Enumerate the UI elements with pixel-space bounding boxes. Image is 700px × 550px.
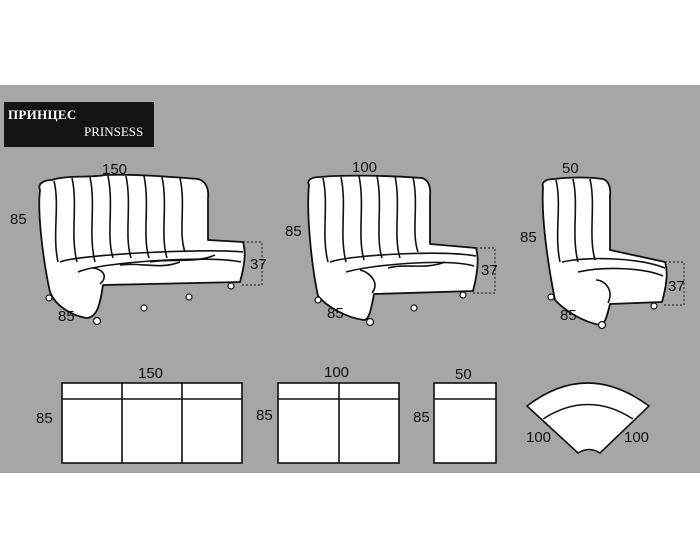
plan-corner-side-b: 100 bbox=[624, 429, 650, 446]
sofa-50-seat: 37 bbox=[668, 278, 685, 295]
title-en: PRINSESS bbox=[84, 124, 144, 139]
sofa-50-depth: 85 bbox=[560, 307, 577, 324]
sofa-100-depth: 85 bbox=[327, 305, 344, 322]
sofa-150-seat: 37 bbox=[250, 256, 267, 273]
sofa-50-height: 85 bbox=[520, 229, 537, 246]
plan-50-depth: 85 bbox=[413, 409, 430, 426]
plan-100-depth: 85 bbox=[256, 407, 273, 424]
plan-corner-drawing bbox=[525, 382, 651, 455]
sofa-150-width: 150 bbox=[102, 161, 128, 178]
sofa-150-height: 85 bbox=[10, 211, 27, 228]
sofa-100-height: 85 bbox=[285, 223, 302, 240]
plan-50-drawing bbox=[433, 382, 497, 464]
sofa-100-seat: 37 bbox=[481, 262, 498, 279]
plan-150-width: 150 bbox=[138, 365, 164, 382]
sofa-150-drawing bbox=[38, 173, 263, 326]
plan-150-depth: 85 bbox=[36, 410, 53, 427]
sofa-100-width: 100 bbox=[352, 159, 378, 176]
plan-150-drawing bbox=[61, 382, 243, 464]
plan-100-drawing bbox=[277, 382, 400, 464]
sofa-150-depth: 85 bbox=[58, 308, 75, 325]
plan-50-width: 50 bbox=[455, 366, 472, 383]
sofa-50-width: 50 bbox=[562, 160, 579, 177]
title-box bbox=[4, 102, 154, 147]
title-ru: ПРИНЦЕС bbox=[8, 107, 77, 122]
sofa-50-drawing bbox=[541, 176, 685, 330]
plan-100-width: 100 bbox=[324, 364, 350, 381]
plan-corner-side-a: 100 bbox=[526, 429, 552, 446]
sofa-100-drawing bbox=[307, 174, 496, 327]
